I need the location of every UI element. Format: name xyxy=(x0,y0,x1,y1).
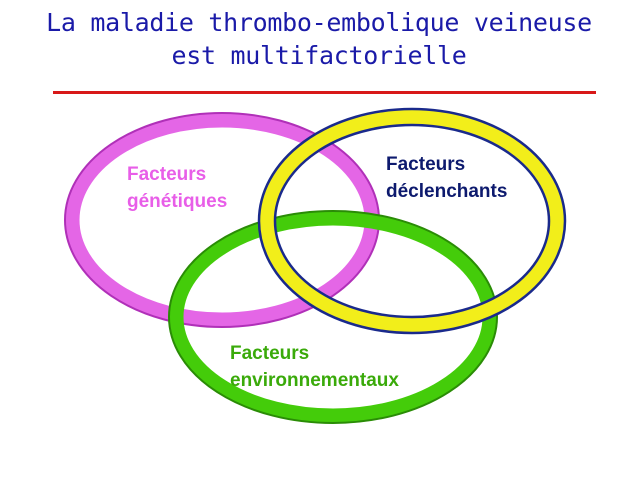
genetic-factors-line-2: génétiques xyxy=(127,191,228,212)
environment-factors-line-1: Facteurs xyxy=(230,343,310,364)
trigger-factors-label: Facteurs déclenchants xyxy=(386,151,507,205)
trigger-ring-outer-outline xyxy=(257,107,567,335)
trigger-factors-line-2: déclenchants xyxy=(386,181,508,202)
genetic-factors-line-1: Facteurs xyxy=(127,164,207,185)
slide-title-line-2: est multifactorielle xyxy=(171,41,467,70)
trigger-ring-band xyxy=(258,108,566,334)
environment-ring-edge xyxy=(168,210,498,424)
title-underline xyxy=(53,91,596,94)
environment-factors-label: Facteurs environnementaux xyxy=(230,340,399,394)
trigger-ring-inner-outline xyxy=(273,123,551,319)
trigger-ring xyxy=(257,107,567,335)
genetic-factors-label: Facteurs génétiques xyxy=(127,161,227,215)
environment-factors-line-2: environnementaux xyxy=(230,370,399,391)
slide-title: La maladie thrombo-embolique veineuse es… xyxy=(0,6,638,72)
trigger-factors-line-1: Facteurs xyxy=(386,154,466,175)
slide-title-line-1: La maladie thrombo-embolique veineuse xyxy=(46,8,592,37)
